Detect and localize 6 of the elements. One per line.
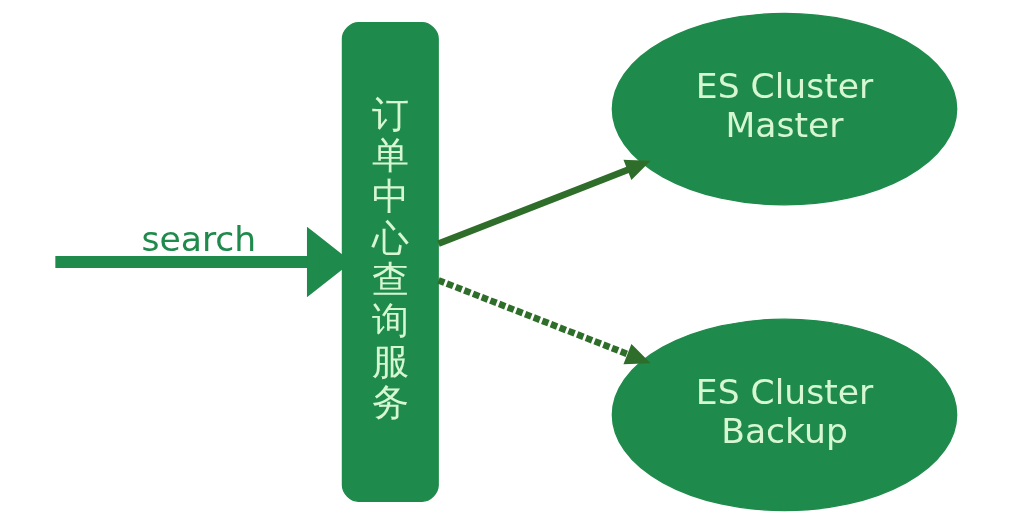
node-ellipse: ES Cluster Backup [611, 318, 957, 512]
edge-label: search [140, 219, 256, 260]
node-ellipse: ES Cluster Master [611, 12, 957, 206]
node-box: 订单中心查询服务 [341, 22, 439, 502]
arrow [436, 159, 651, 247]
arrow [436, 277, 651, 365]
